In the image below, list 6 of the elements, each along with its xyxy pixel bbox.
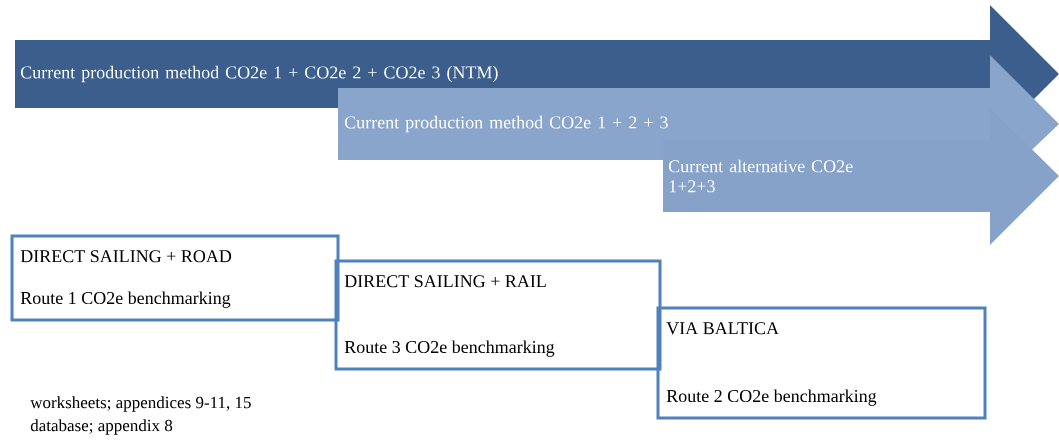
text-box: VIA BALTICA Route 2 CO2e benchmarking [656, 306, 987, 420]
text-box: DIRECT SAILING + RAIL Route 3 CO2e benchmarking [334, 259, 662, 371]
node-label: Current alternative CO2e 1+2+3 [668, 159, 853, 193]
note-text: worksheets; appendices 9-11, 15 [30, 396, 251, 412]
note-text: database; appendix 8 [30, 419, 173, 435]
text-box: DIRECT SAILING + ROAD Route 1 CO2e benchmarking [10, 234, 340, 322]
